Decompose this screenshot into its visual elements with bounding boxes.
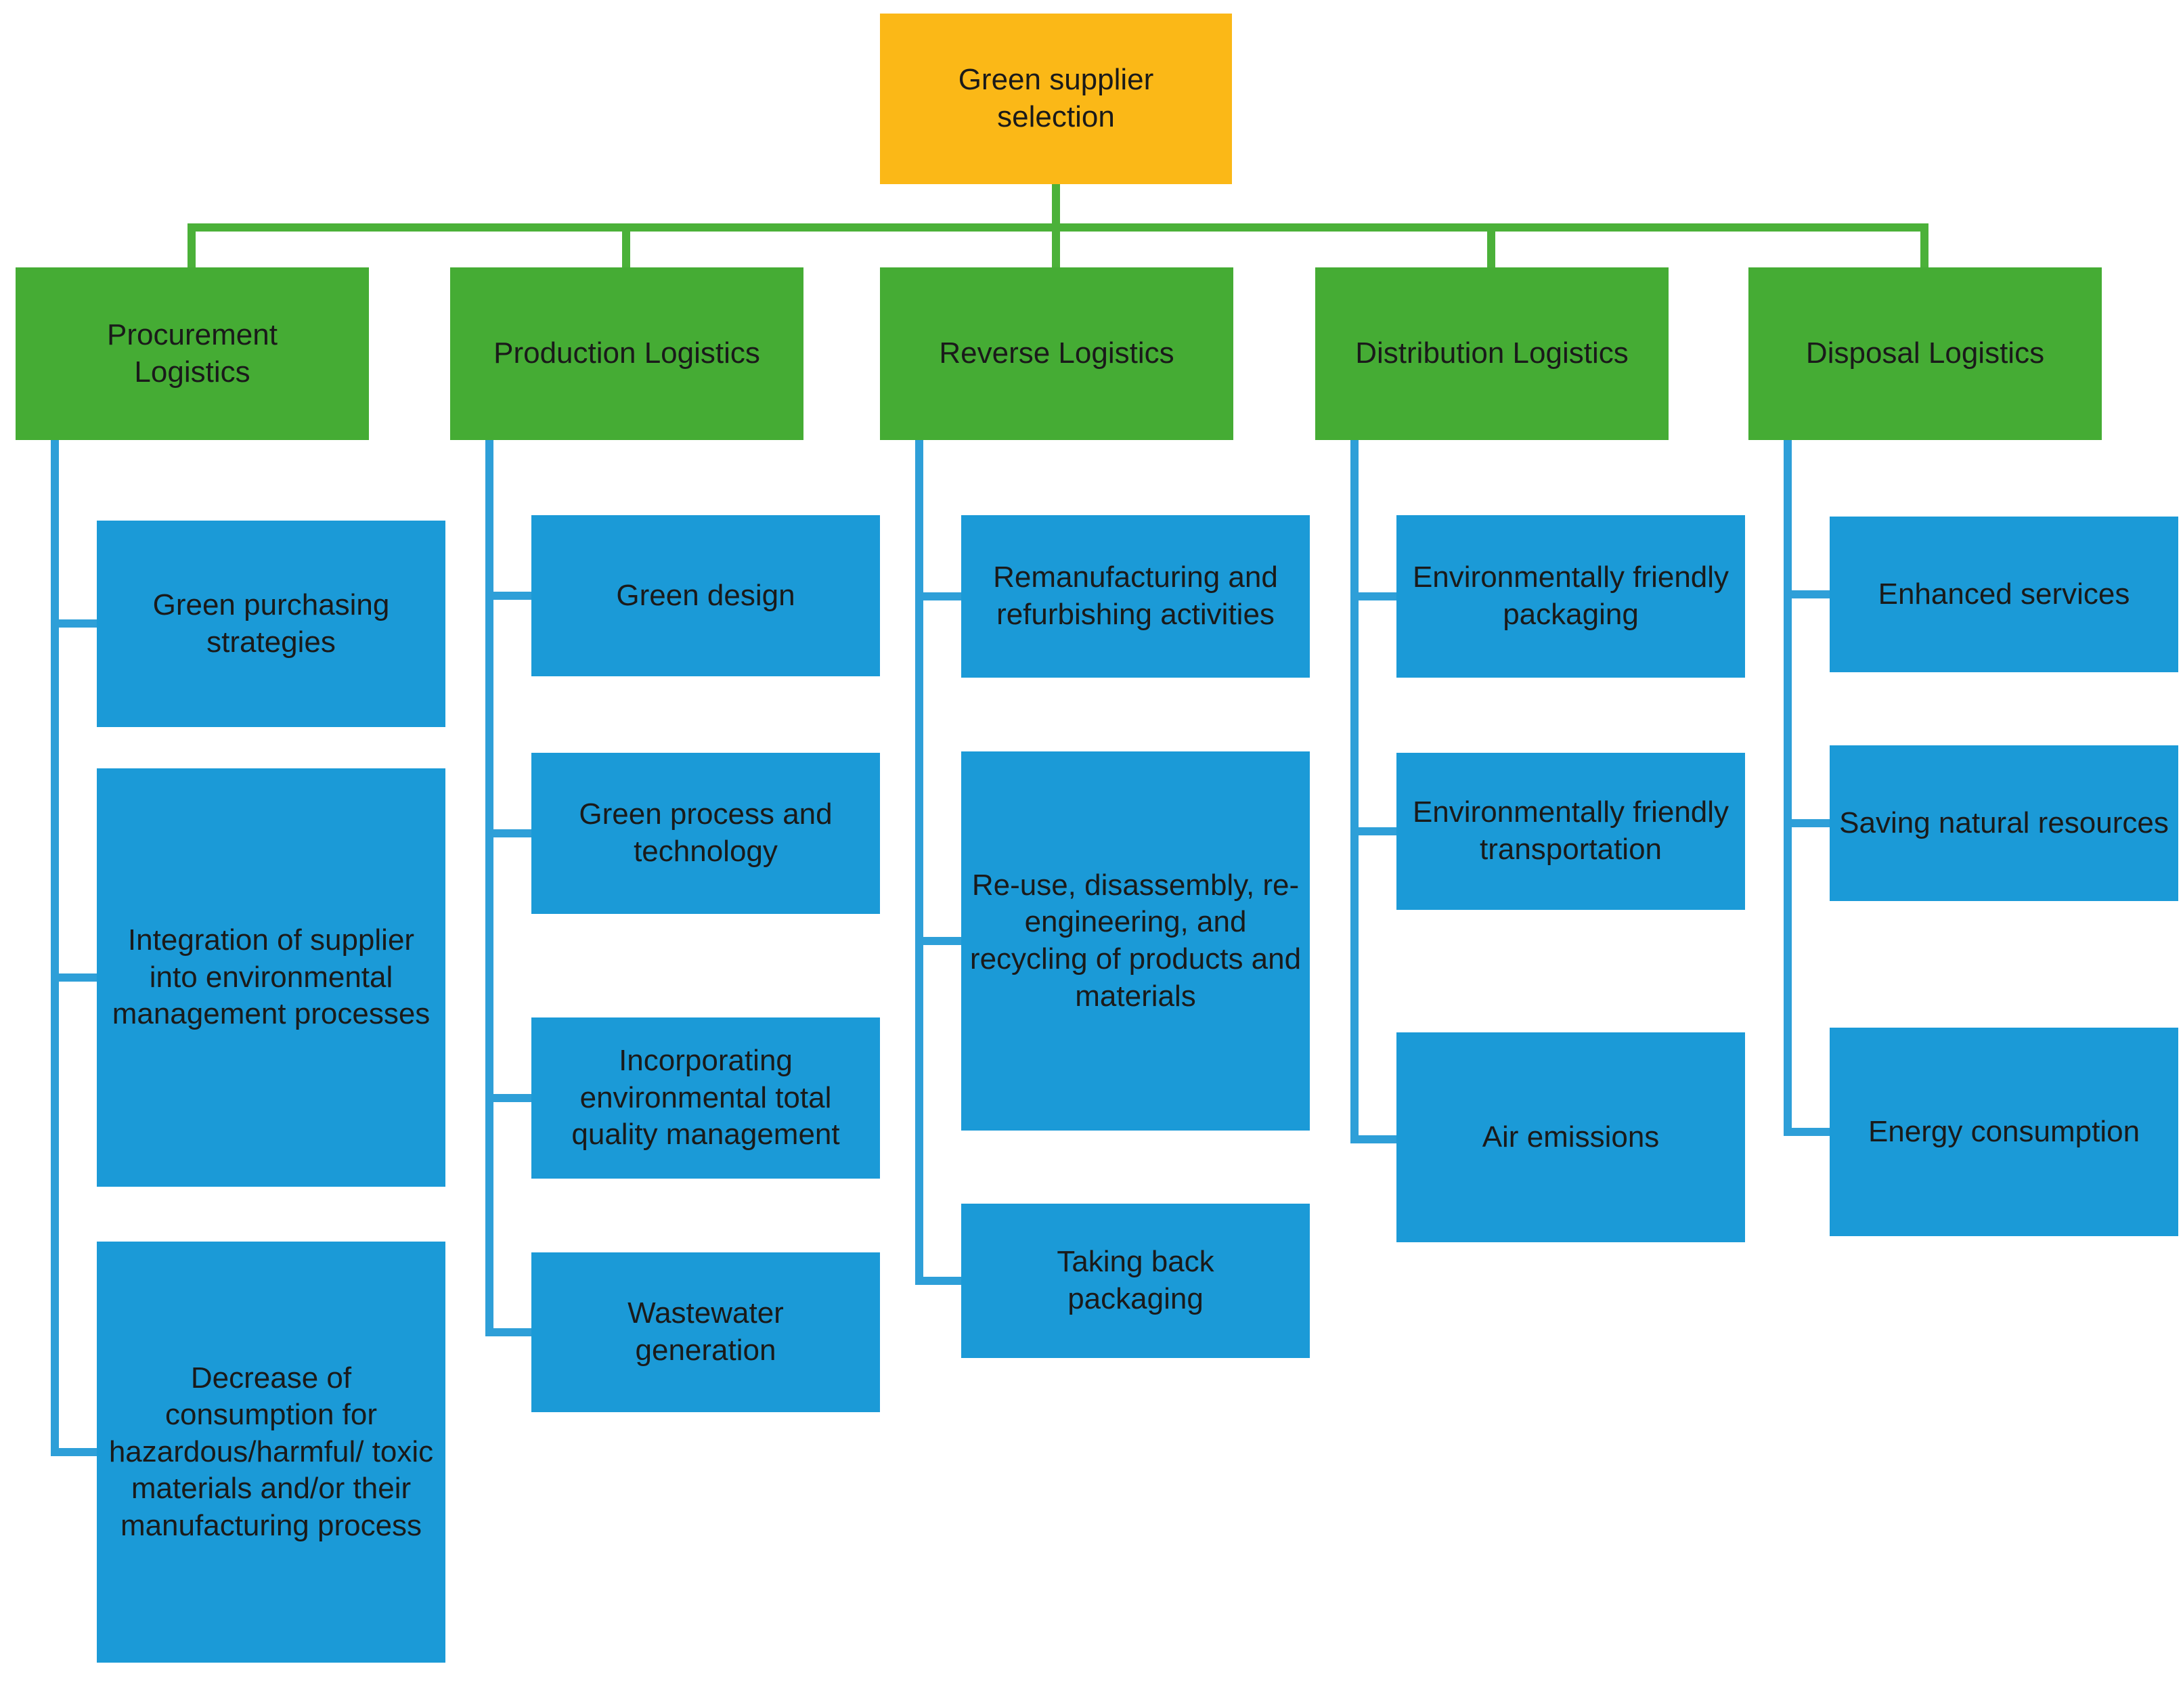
- elbow-line: [485, 1094, 539, 1102]
- elbow-line: [915, 937, 969, 945]
- elbow-line: [485, 592, 539, 600]
- criterion-box-enhanced-services: Enhanced services: [1830, 517, 2178, 672]
- elbow-line: [915, 592, 969, 600]
- criterion-box-environmental-tqm: Incorporating environmental total qualit…: [531, 1017, 880, 1179]
- criterion-box-air-emissions: Air emissions: [1396, 1032, 1745, 1242]
- trunk-line-distribution: [1350, 440, 1359, 1143]
- branch-drop-line-procurement: [188, 232, 196, 267]
- branch-drop-line-production: [622, 232, 630, 267]
- criterion-box-green-process-technology: Green process and technology: [531, 753, 880, 914]
- trunk-line-reverse: [915, 440, 923, 1285]
- category-box-disposal-logistics: Disposal Logistics: [1748, 267, 2102, 440]
- criterion-box-remanufacturing-refurbishing: Remanufacturing and refurbishing activit…: [961, 515, 1310, 678]
- root-node: Green supplier selection: [880, 14, 1232, 184]
- branch-drop-line-distribution: [1487, 232, 1495, 267]
- criterion-box-integration-of-supplier: Integration of supplier into environment…: [97, 768, 445, 1187]
- trunk-line-production: [485, 440, 493, 1336]
- category-box-reverse-logistics: Reverse Logistics: [880, 267, 1233, 440]
- elbow-line: [1784, 590, 1838, 598]
- criterion-box-eco-friendly-packaging: Environmentally friendly packaging: [1396, 515, 1745, 678]
- elbow-line: [51, 973, 105, 982]
- elbow-line: [485, 829, 539, 837]
- elbow-line: [485, 1328, 539, 1336]
- elbow-line: [51, 619, 105, 628]
- category-box-procurement-logistics: Procurement Logistics: [16, 267, 369, 440]
- criterion-box-reuse-disassembly-recycling: Re-use, disassembly, re-engineering, and…: [961, 751, 1310, 1131]
- criterion-box-decrease-hazardous-materials: Decrease of consumption for hazardous/ha…: [97, 1242, 445, 1663]
- criterion-box-eco-friendly-transportation: Environmentally friendly transportation: [1396, 753, 1745, 910]
- criterion-box-wastewater-generation: Wastewater generation: [531, 1252, 880, 1412]
- elbow-line: [1784, 819, 1838, 827]
- elbow-line: [1350, 827, 1405, 835]
- trunk-line-procurement: [51, 440, 59, 1456]
- elbow-line: [1350, 592, 1405, 600]
- criterion-box-green-purchasing-strategies: Green purchasing strategies: [97, 521, 445, 727]
- criterion-box-saving-natural-resources: Saving natural resources: [1830, 745, 2178, 901]
- elbow-line: [1784, 1128, 1838, 1136]
- elbow-line: [1350, 1135, 1405, 1143]
- trunk-line-disposal: [1784, 440, 1792, 1136]
- category-box-production-logistics: Production Logistics: [450, 267, 803, 440]
- criterion-box-green-design: Green design: [531, 515, 880, 676]
- criterion-box-taking-back-packaging: Taking back packaging: [961, 1204, 1310, 1358]
- branch-drop-line-disposal: [1920, 232, 1928, 267]
- criterion-box-energy-consumption: Energy consumption: [1830, 1028, 2178, 1236]
- elbow-line: [51, 1448, 105, 1456]
- elbow-line: [915, 1277, 969, 1285]
- category-branch-line: [188, 223, 1928, 232]
- category-box-distribution-logistics: Distribution Logistics: [1315, 267, 1669, 440]
